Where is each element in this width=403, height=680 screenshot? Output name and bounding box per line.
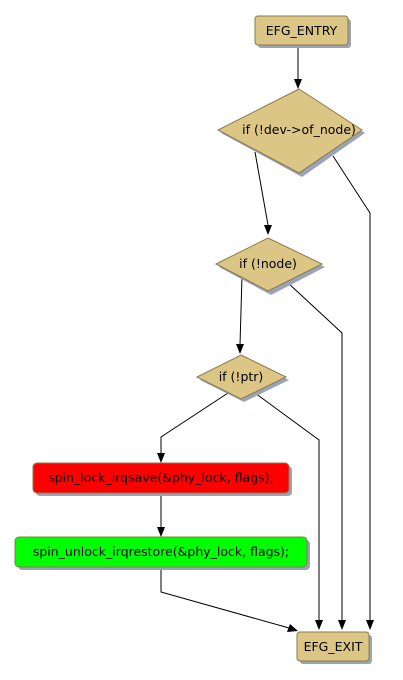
node-spin-unlock-box <box>14 536 308 568</box>
edge-ptr-to-exit <box>254 392 323 630</box>
edge-entry-to-of-node <box>294 46 302 89</box>
node-efg-entry-label: EFG_ENTRY <box>266 23 338 38</box>
node-if-of-node-label: if (!dev->of_node) <box>242 122 356 137</box>
edge-node-to-exit <box>286 281 346 630</box>
edge-of-node-to-node <box>254 151 272 235</box>
node-spin-unlock-label: spin_unlock_irqrestore(&phy_lock, flags)… <box>33 544 289 559</box>
edge-ptr-to-lock <box>157 392 229 463</box>
node-spin-lock-label: spin_lock_irqsave(&phy_lock, flags); <box>48 470 274 485</box>
node-if-of-node: if (!dev->of_node) <box>216 88 365 177</box>
node-efg-exit: EFG_EXIT <box>296 631 372 664</box>
edge-of-node-to-exit <box>332 155 374 630</box>
node-spin-lock-box <box>32 462 290 494</box>
node-spin-lock: spin_lock_irqsave(&phy_lock, flags); <box>32 462 292 496</box>
node-if-node-label: if (!node) <box>239 256 297 271</box>
node-if-node: if (!node) <box>214 237 325 295</box>
edge-node-to-ptr <box>236 275 244 354</box>
edge-lock-to-unlock <box>157 493 165 537</box>
node-efg-entry: EFG_ENTRY <box>254 15 351 48</box>
node-if-of-node-diamond <box>216 88 363 174</box>
node-spin-unlock: spin_unlock_irqrestore(&phy_lock, flags)… <box>14 536 310 570</box>
node-efg-exit-box <box>296 631 370 662</box>
edges <box>157 46 374 632</box>
node-if-ptr: if (!ptr) <box>195 354 289 402</box>
node-if-node-diamond <box>214 237 324 292</box>
node-if-ptr-diamond <box>195 354 288 400</box>
node-efg-entry-box <box>254 15 349 46</box>
node-efg-exit-label: EFG_EXIT <box>304 639 363 654</box>
edge-unlock-to-exit <box>160 567 298 632</box>
node-if-ptr-label: if (!ptr) <box>219 369 264 384</box>
